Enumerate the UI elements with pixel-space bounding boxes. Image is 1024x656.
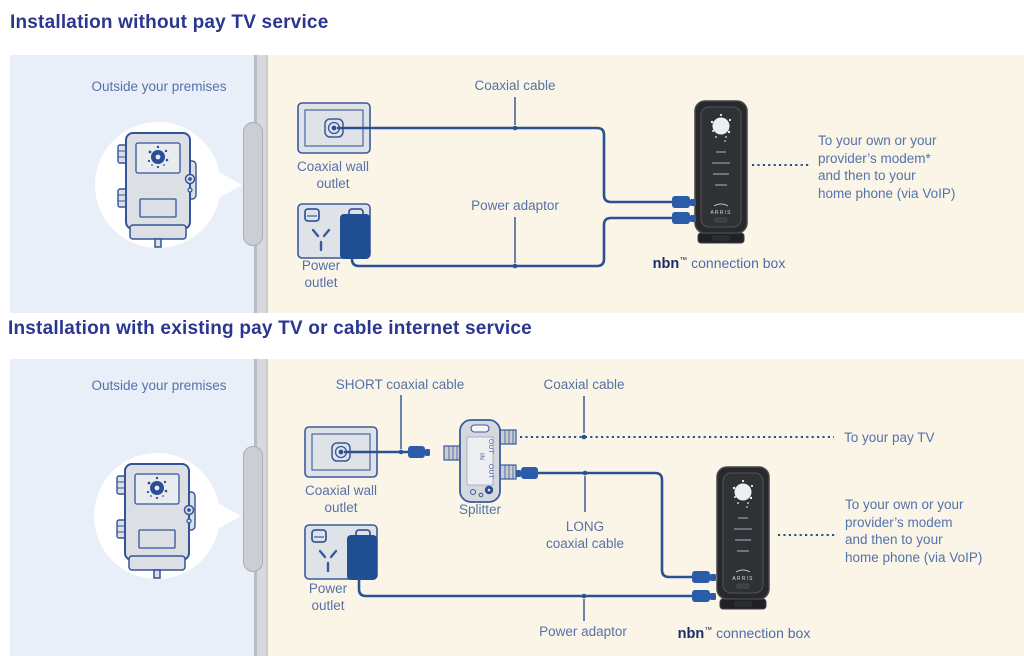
cable-connectors: [672, 196, 696, 224]
latch-icon: [184, 173, 196, 193]
socket-pins-icon: [311, 228, 331, 252]
splitter-in-label: IN: [478, 453, 485, 461]
status-led-labels: [734, 517, 752, 552]
short-coax-label: SHORT coaxial cable: [335, 377, 465, 392]
nbn-logo-icon: [732, 479, 754, 508]
coaxial-wall-outlet-illustration: [304, 426, 378, 478]
power-adaptor-label: Power adaptor: [539, 624, 627, 639]
section2-outside-premises-label: Outside your premises: [91, 378, 227, 393]
power-outlet-label: Power outlet: [308, 581, 348, 613]
section2-title: Installation with existing pay TV or cab…: [8, 318, 532, 339]
power-outlet-label: Power outlet: [301, 258, 341, 290]
coaxial-cable-line: [337, 126, 672, 204]
modem-note: To your own or your provider’s modem and…: [845, 497, 983, 565]
connection-box-label: nbn™ connection box: [652, 255, 786, 272]
power-plug: [340, 214, 370, 259]
nbn-logo-icon: [710, 113, 732, 142]
power-cable-line: [357, 578, 694, 598]
latch-icon: [183, 504, 195, 524]
nbn-utility-box-illustration: [117, 132, 197, 248]
arris-brand-label: ARRIS: [710, 210, 731, 216]
pay-tv-label: To your pay TV: [844, 430, 935, 445]
cable-connectors: [408, 446, 716, 602]
coax-outlet-label: Coaxial wall outlet: [304, 483, 378, 515]
switch-icon: [311, 529, 327, 543]
section2-inside-area: [254, 359, 1024, 656]
coax-outlet-label: Coaxial wall outlet: [296, 159, 370, 191]
splitter-illustration: OUT IN OUT: [443, 419, 517, 503]
section1-outside-premises-label: Outside your premises: [91, 79, 227, 94]
power-adaptor-label: Power adaptor: [471, 198, 559, 213]
power-outlet-illustration: [304, 524, 378, 580]
status-led-labels: [712, 151, 730, 186]
socket-pins-icon: [318, 549, 338, 573]
power-cable-line: [350, 216, 672, 268]
nbn-connection-box-illustration: ARRIS: [694, 100, 748, 244]
switch-icon: [304, 208, 320, 222]
power-plug: [347, 535, 377, 580]
splitter-out-label: OUT: [487, 464, 494, 479]
long-coax-label: LONG coaxial cable: [545, 519, 625, 551]
section1-wall-conduit: [243, 122, 263, 246]
nbn-utility-box-illustration: [116, 463, 196, 579]
section2-wall-conduit: [243, 446, 263, 572]
section2-cables: [344, 395, 836, 621]
splitter-out-label: OUT: [487, 439, 494, 454]
section1-inside-area: [254, 55, 1024, 313]
section1-title: Installation without pay TV service: [10, 12, 329, 33]
long-coaxial-cable-line: [538, 471, 694, 579]
power-outlet-illustration: [297, 203, 371, 259]
coaxial-cable-label: Coaxial cable: [474, 78, 556, 93]
splitter-label: Splitter: [458, 502, 502, 517]
section1-cables: [337, 97, 809, 269]
modem-note: To your own or your provider’s modem* an…: [818, 133, 956, 201]
nbn-connection-box-illustration: ARRIS: [716, 466, 770, 610]
arris-brand-label: ARRIS: [732, 576, 753, 582]
connection-box-label: nbn™ connection box: [677, 625, 811, 642]
coaxial-cable-label: Coaxial cable: [543, 377, 625, 392]
